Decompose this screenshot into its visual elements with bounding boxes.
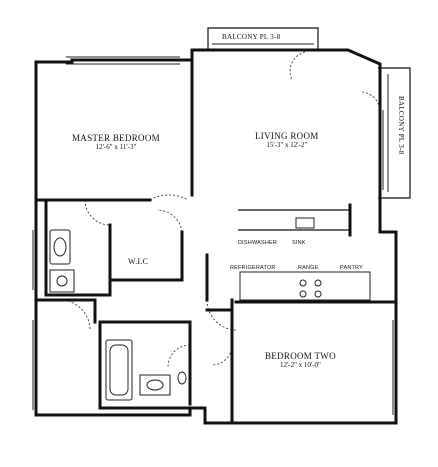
bedroom-two-name: BEDROOM TWO: [265, 351, 336, 361]
top-balcony-label: BALCONY PL 3-8: [222, 33, 281, 41]
living-room-name: LIVING ROOM: [255, 131, 319, 141]
master-bedroom-label: MASTER BEDROOM 12'-6" x 11'-3": [72, 133, 160, 152]
right-balcony-label: BALCONY PL 3-8: [397, 96, 405, 155]
windows: [32, 56, 394, 415]
master-bedroom-dim: 12'-6" x 11'-3": [95, 142, 137, 151]
kitchen-counters: [239, 217, 371, 301]
exterior-walls: [34, 48, 398, 425]
door-swings: [59, 51, 381, 368]
refrigerator-label: REFRIGERATOR: [230, 265, 276, 271]
bedroom-two-dim: 12'-2" x 10'-0": [279, 360, 321, 369]
wic-label: W.I.C: [128, 257, 149, 266]
top-balcony-outline: [207, 27, 319, 50]
interior-walls: [34, 58, 398, 425]
pantry-label: PANTRY: [340, 265, 364, 271]
living-room-label: LIVING ROOM 15'-3" x 12'-2": [255, 131, 319, 150]
bath-fixtures: [49, 229, 187, 401]
master-bedroom-name: MASTER BEDROOM: [72, 133, 160, 143]
dishwasher-label: DISHWASHER: [238, 240, 278, 246]
sink-label: SINK: [292, 240, 306, 246]
range-label: RANGE: [298, 265, 319, 271]
living-room-dim: 15'-3" x 12'-2": [266, 140, 308, 149]
right-balcony-outline: [378, 67, 411, 199]
bedroom-two-label: BEDROOM TWO 12'-2" x 10'-0": [265, 351, 336, 370]
